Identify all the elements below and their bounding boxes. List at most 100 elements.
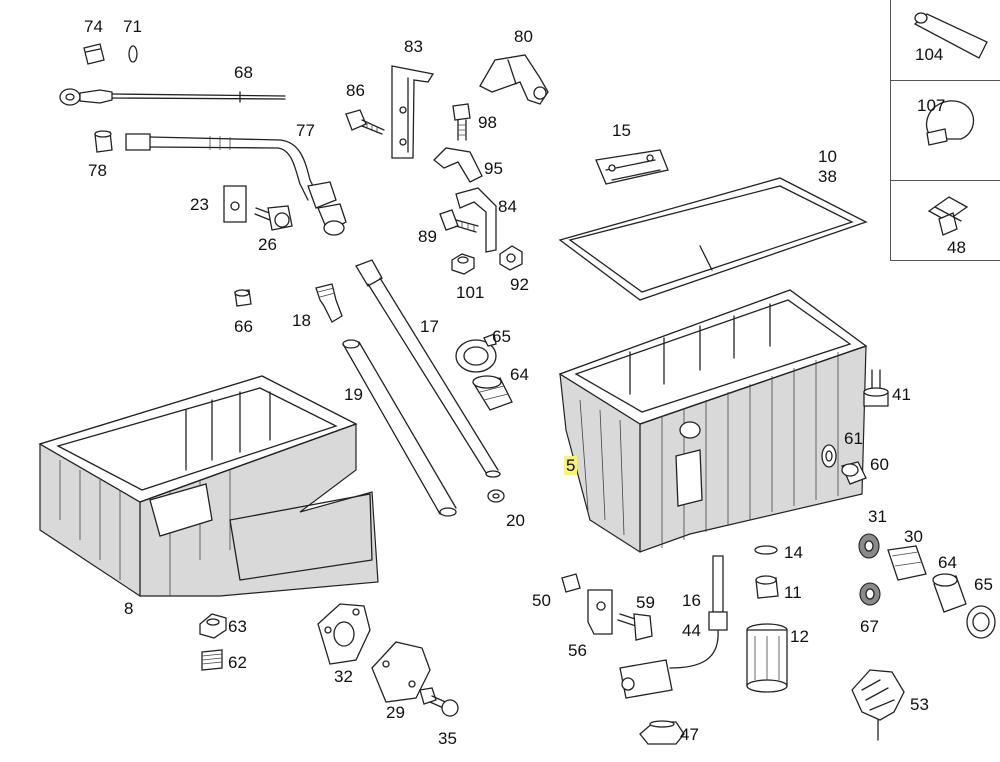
part-label-64: 64 xyxy=(510,365,529,384)
seal-ring-31-drawing xyxy=(858,533,880,559)
part-label-12: 12 xyxy=(790,627,809,646)
gasket-10-38-drawing xyxy=(558,177,868,301)
part-label-44: 44 xyxy=(682,621,701,640)
part-label-11: 11 xyxy=(784,583,802,602)
bracket-23-drawing xyxy=(223,185,247,223)
fitting-18-drawing xyxy=(315,283,343,323)
part-label-50: 50 xyxy=(532,591,551,610)
sleeve-50-drawing xyxy=(561,573,581,593)
part-label-101: 101 xyxy=(456,283,485,302)
part-label-66: 66 xyxy=(234,317,253,336)
nut-63-drawing xyxy=(199,613,227,639)
part-label-20: 20 xyxy=(506,511,525,530)
part-label-61: 61 xyxy=(844,429,863,448)
fitting-30-drawing xyxy=(887,545,927,581)
part-label-35: 35 xyxy=(438,729,457,748)
part-label-80: 80 xyxy=(514,27,533,46)
part-label-8: 8 xyxy=(124,599,134,618)
bolt-89-drawing xyxy=(439,209,479,233)
bracket-84-drawing xyxy=(455,187,497,253)
guide-tube-77-drawing xyxy=(125,133,347,236)
part-label-30: 30 xyxy=(904,527,923,546)
part-label-56: 56 xyxy=(568,641,587,660)
plug-66-drawing xyxy=(234,289,252,307)
part-label-89: 89 xyxy=(418,227,437,246)
part-label-64b: 64 xyxy=(938,553,957,572)
legend-cell-48: 48 xyxy=(891,180,1000,261)
clamp-65b-drawing xyxy=(966,605,996,639)
part-label-62: 62 xyxy=(228,653,247,672)
legend-cell-107: 107 xyxy=(891,80,1000,181)
drain-plug-60-drawing xyxy=(841,461,867,485)
tube-icon xyxy=(913,12,988,59)
dipstick-68-drawing xyxy=(59,88,286,106)
part-label-38: 38 xyxy=(818,167,837,186)
part-label-41: 41 xyxy=(892,385,911,404)
part-label-32: 32 xyxy=(334,667,353,686)
legend-label-107: 107 xyxy=(917,96,946,115)
part-label-92: 92 xyxy=(510,275,529,294)
part-label-17: 17 xyxy=(420,317,439,336)
part-label-68: 68 xyxy=(234,63,253,82)
part-label-15: 15 xyxy=(612,121,631,140)
part-label-59: 59 xyxy=(636,593,655,612)
part-label-29: 29 xyxy=(386,703,405,722)
part-label-74: 74 xyxy=(84,17,103,36)
part-label-95: 95 xyxy=(484,159,503,178)
part-label-84: 84 xyxy=(498,197,517,216)
bolt-59-drawing xyxy=(617,613,653,641)
legend-label-104: 104 xyxy=(915,45,944,64)
connector-53-drawing xyxy=(851,669,905,741)
clip-95-drawing xyxy=(433,147,483,183)
bolt-86-drawing xyxy=(345,109,385,135)
hose-64b-drawing xyxy=(932,573,967,613)
legend-cell-104: 104 xyxy=(891,0,1000,80)
sleeve-78-drawing xyxy=(94,130,113,153)
cap-47-drawing xyxy=(639,720,685,745)
part-label-18: 18 xyxy=(292,311,311,330)
part-label-19: 19 xyxy=(344,385,363,404)
plug-62-drawing xyxy=(201,649,223,671)
part-label-71: 71 xyxy=(123,17,142,36)
part-label-16: 16 xyxy=(682,591,701,610)
pipe-19-drawing xyxy=(342,339,457,517)
bolt-41-drawing xyxy=(863,369,889,407)
cover-29-drawing xyxy=(371,641,431,703)
clamp-65-drawing xyxy=(455,333,497,373)
part-label-65b: 65 xyxy=(974,575,993,594)
part-label-78: 78 xyxy=(88,161,107,180)
part-label-67: 67 xyxy=(860,617,879,636)
nut-101-drawing xyxy=(451,253,475,275)
part-label-77: 77 xyxy=(296,121,315,140)
part-label-5-highlighted: 5 xyxy=(564,456,578,475)
bolt-98-drawing xyxy=(452,103,471,141)
part-label-10: 10 xyxy=(818,147,837,166)
bolt-35-drawing xyxy=(419,687,459,717)
part-label-23: 23 xyxy=(190,195,209,214)
part-label-47: 47 xyxy=(680,725,699,744)
plug-11-drawing xyxy=(755,575,779,599)
o-ring-14-drawing xyxy=(754,545,778,555)
bracket-80-drawing xyxy=(479,54,549,105)
seal-20-drawing xyxy=(487,489,505,503)
bracket-56-drawing xyxy=(587,589,613,635)
part-label-14: 14 xyxy=(784,543,803,562)
oil-filter-12-drawing xyxy=(746,623,788,693)
legend-label-48: 48 xyxy=(947,238,966,257)
legend-panel: 104 107 48 xyxy=(890,0,1000,261)
bolt-26-drawing xyxy=(254,205,293,231)
part-label-83: 83 xyxy=(404,37,423,56)
nut-92-drawing xyxy=(499,245,523,271)
part-label-65: 65 xyxy=(492,327,511,346)
part-label-26: 26 xyxy=(258,235,277,254)
oil-pan-8-drawing xyxy=(38,375,379,597)
part-label-60: 60 xyxy=(870,455,889,474)
part-label-31: 31 xyxy=(868,507,887,526)
pipe-17-drawing xyxy=(355,259,501,478)
gasket-32-drawing xyxy=(317,603,371,665)
plastic-rivet-icon xyxy=(927,196,969,236)
seal-67-drawing xyxy=(859,582,881,606)
hose-clip-icon xyxy=(925,100,975,146)
